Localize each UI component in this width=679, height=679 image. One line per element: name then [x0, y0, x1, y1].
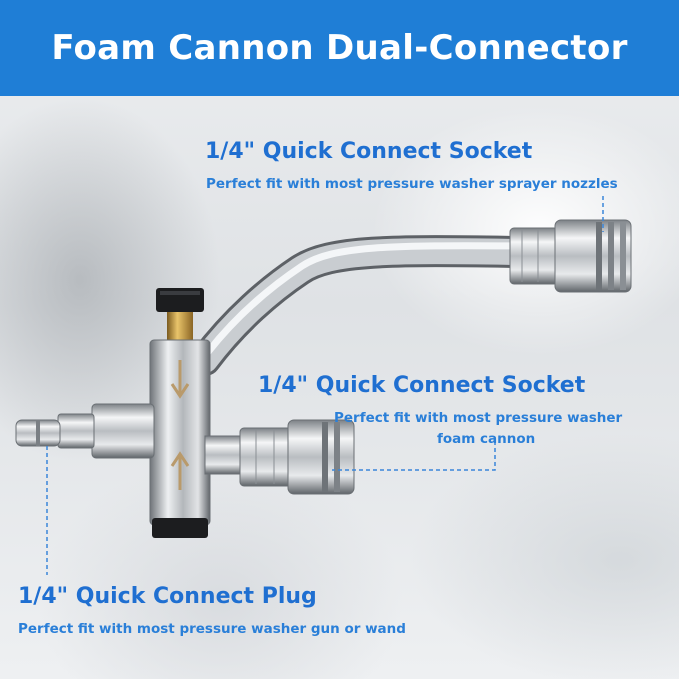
tee-body — [149, 339, 211, 538]
leader-lines — [46, 196, 604, 575]
middle-socket-fitting — [204, 419, 355, 495]
plug-description: Perfect fit with most pressure washer gu… — [18, 621, 406, 637]
valve-knob — [156, 288, 204, 344]
top-socket-description: Perfect fit with most pressure washer sp… — [206, 176, 618, 192]
left-plug-fitting — [15, 403, 155, 459]
curved-pipe — [189, 235, 536, 376]
middle-socket-description-line1: Perfect fit with most pressure washer — [334, 410, 623, 426]
title-banner: Foam Cannon Dual-Connector — [0, 0, 679, 96]
top-socket-title: 1/4" Quick Connect Socket — [205, 139, 533, 164]
middle-socket-description-line2: foam cannon — [437, 431, 536, 447]
plug-title: 1/4" Quick Connect Plug — [18, 584, 317, 609]
middle-socket-title: 1/4" Quick Connect Socket — [258, 373, 586, 398]
banner-title: Foam Cannon Dual-Connector — [51, 28, 628, 68]
leader-line-middle — [332, 441, 496, 471]
top-socket-fitting — [509, 219, 632, 293]
